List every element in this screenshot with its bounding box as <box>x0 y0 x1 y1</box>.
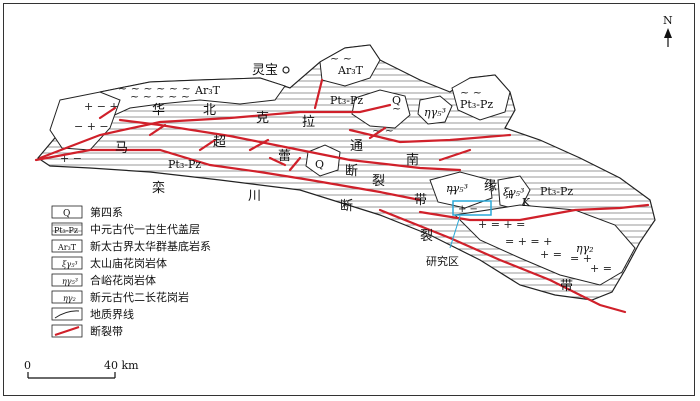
label-eta-gamma2: ηγ₂ <box>576 242 594 255</box>
legend-box-eta5 <box>51 273 83 287</box>
svg-text:~: ~ <box>392 102 401 115</box>
svg-text:~ ~ ~ ~ ~: ~ ~ ~ ~ ~ <box>130 90 190 103</box>
char-dai2: 带 <box>560 279 573 294</box>
label-q-mid: Q <box>315 158 324 171</box>
label-ar3t-left: Ar₃T <box>194 84 221 97</box>
label-pt3pz-right: Pt₃-Pz <box>460 98 493 111</box>
legend-symbol-3: ξγ₅³ <box>62 260 78 269</box>
legend-box-pt <box>51 222 83 236</box>
legend-label-1: 中元古代一古生代盖层 <box>90 222 200 236</box>
char-duan1: 断 <box>345 164 358 179</box>
char-la: 拉 <box>302 115 315 130</box>
legend-box-boundary <box>51 307 83 321</box>
legend-box-eta2 <box>51 290 83 304</box>
svg-text:+ =: + = <box>590 262 612 275</box>
char-lie2: 裂 <box>420 229 433 244</box>
legend-fault-line <box>54 326 80 336</box>
svg-text:+ = + =: + = + = <box>478 218 525 231</box>
legend-label-3: 太山庙花岗岩体 <box>90 256 167 270</box>
legend-symbol-2: Ar₃T <box>57 243 77 252</box>
legend-box-ar <box>51 239 83 253</box>
svg-text:− + −: − + − <box>74 120 109 133</box>
place-lingbao: 灵宝 <box>252 63 278 78</box>
legend-symbol-5: ηγ₂ <box>63 294 76 303</box>
town-marker <box>282 66 290 74</box>
char-yuan: 缘 <box>484 179 497 194</box>
legend-symbol-0: Q <box>63 209 70 219</box>
ornaments: ~ ~ ~ ~ ~ ~ ~ ~ ~ ~ ~ ~ ~ ~ ~ ~ ~ ~ + − … <box>60 52 612 275</box>
char-hua: 华 <box>152 103 165 118</box>
char-nan: 南 <box>406 152 419 168</box>
label-gamma-study: ηγ₅³ <box>446 182 468 195</box>
svg-text:+ −: + − <box>458 204 478 215</box>
legend-label-7: 断裂带 <box>90 324 123 338</box>
legend-label-2: 新太古界太华群基底岩系 <box>90 239 211 253</box>
char-duan2: 断 <box>340 199 353 214</box>
label-gamma-small: ηγ₅³ <box>424 106 446 119</box>
legend-label-4: 合峪花岗岩体 <box>90 273 156 287</box>
label-q-top: Q <box>392 94 401 107</box>
svg-text:~ ~ ~ ~ ~ ~: ~ ~ ~ ~ ~ ~ <box>118 82 191 95</box>
legend-label-5: 新元古代二长花岗岩 <box>90 290 189 304</box>
legend-box-xi <box>51 256 83 270</box>
terrane-body <box>37 44 656 301</box>
label-xi-gamma: ξγ₅³ <box>503 186 524 199</box>
scale-zero: 0 <box>24 359 31 372</box>
char-ma: 马 <box>115 141 128 156</box>
char-chuan: 川 <box>248 189 261 204</box>
svg-text:~ ~: ~ ~ <box>330 52 352 65</box>
place-study-area: 研究区 <box>426 254 459 268</box>
svg-text:= +: = + <box>570 252 592 265</box>
map-frame <box>3 3 695 396</box>
char-chao: 超 <box>213 135 226 150</box>
scale-bar: 0 40 km <box>24 359 139 379</box>
svg-text:~ ~: ~ ~ <box>460 86 482 99</box>
legend-label-0: 第四系 <box>90 205 123 219</box>
label-pt3pz-top: Pt₃-Pz <box>330 94 363 107</box>
svg-text:+: + <box>505 188 514 201</box>
north-arrow <box>664 28 672 47</box>
char-dai1: 带 <box>414 193 427 208</box>
legend-label-6: 地质界线 <box>90 307 134 321</box>
svg-text:+ − +: + − + <box>84 100 119 113</box>
label-k: K <box>522 196 531 209</box>
scale-distance: 40 km <box>104 359 139 372</box>
fault-lines <box>34 78 650 314</box>
label-pt3pz-mid: Pt₃-Pz <box>168 158 201 171</box>
char-bei: 北 <box>203 103 216 118</box>
svg-text:−: − <box>448 184 457 197</box>
char-tong: 通 <box>350 139 363 154</box>
north-label: N <box>663 14 673 27</box>
char-lie1: 裂 <box>372 174 385 189</box>
char-luan: 栾 <box>152 180 165 196</box>
svg-text:= + = +: = + = + <box>505 235 552 248</box>
legend: Q Pt₃-Pz Ar₃T ξγ₅³ ηγ₅³ ηγ₂ 第四系 中元古代一古生代… <box>51 205 211 338</box>
label-ar3t-top: Ar₃T <box>337 64 364 77</box>
legend-symbol-4: ηγ₅³ <box>62 277 78 286</box>
legend-boundary-line <box>54 310 80 319</box>
label-pt3pz-east: Pt₃-Pz <box>540 185 573 198</box>
char-lei: 蕾 <box>278 149 291 164</box>
study-leader <box>449 215 461 249</box>
char-ke: 克 <box>256 111 269 126</box>
legend-box-q <box>51 205 83 219</box>
svg-text:+ =: + = <box>540 248 562 261</box>
study-area-box[interactable] <box>452 200 492 216</box>
legend-symbol-1: Pt₃-Pz <box>54 226 78 235</box>
